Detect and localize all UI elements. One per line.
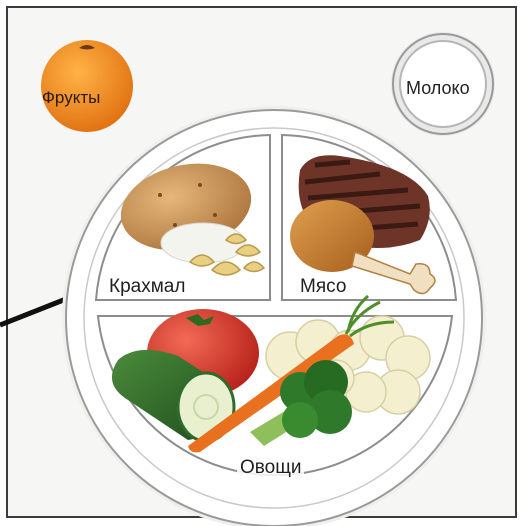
milk-label: Молоко — [406, 79, 470, 97]
fruits-label: Фрукты — [42, 89, 100, 106]
starch-label: Крахмал — [106, 276, 188, 297]
meat-label: Мясо — [297, 276, 349, 297]
pointer-line — [0, 299, 66, 325]
orange-icon — [41, 40, 133, 132]
vegetables-label: Овощи — [237, 457, 304, 478]
